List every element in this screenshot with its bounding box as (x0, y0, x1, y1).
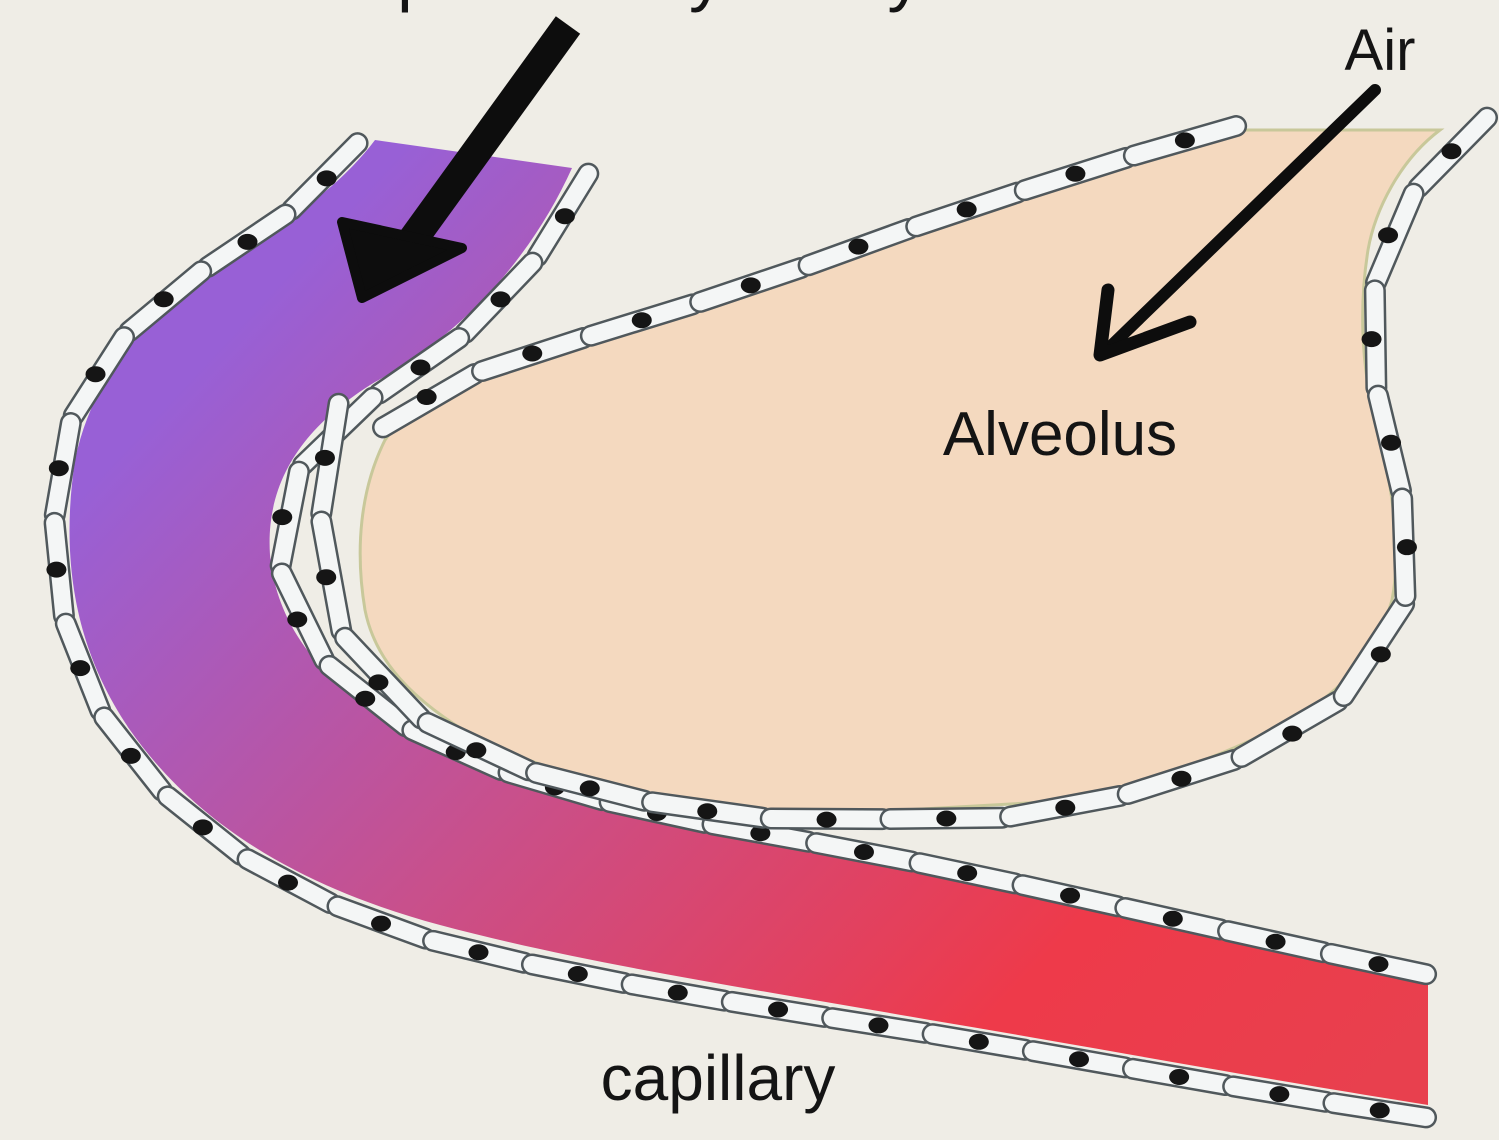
cell-nucleus (848, 239, 868, 255)
cell-nucleus (316, 569, 336, 585)
cell-nucleus (371, 916, 391, 932)
cell-nucleus (580, 780, 600, 796)
cell-nucleus (466, 742, 486, 758)
cell-nucleus (1163, 911, 1183, 927)
cell-nucleus (1362, 331, 1382, 347)
cell-nucleus (121, 748, 141, 764)
cell-nucleus (49, 460, 69, 476)
cell-nucleus (1368, 956, 1388, 972)
cell-nucleus (368, 674, 388, 690)
cell-nucleus (315, 450, 335, 466)
label-from-pulmonary-artery: from pulmonary artery (238, 0, 923, 13)
cell-nucleus (1282, 726, 1302, 742)
cell-nucleus (86, 366, 106, 382)
cell-nucleus (70, 660, 90, 676)
cell-nucleus (632, 312, 652, 328)
cell-nucleus (817, 812, 837, 828)
cell-nucleus (555, 208, 575, 224)
cell-nucleus (1371, 646, 1391, 662)
cell-nucleus (741, 277, 761, 293)
cell-nucleus (868, 1017, 888, 1033)
cell-nucleus (1370, 1102, 1390, 1118)
cell-nucleus (1397, 539, 1417, 555)
cell-nucleus (193, 819, 213, 835)
cell-nucleus (768, 1001, 788, 1017)
cell-nucleus (278, 875, 298, 891)
cell-nucleus (468, 944, 488, 960)
label-air: Air (1345, 18, 1416, 83)
cell-nucleus (272, 509, 292, 525)
cell-nucleus (1378, 227, 1398, 243)
cell-nucleus (1266, 934, 1286, 950)
cell-nucleus (957, 865, 977, 881)
cell-nucleus (355, 691, 375, 707)
cell-nucleus (154, 291, 174, 307)
cell-nucleus (1441, 143, 1461, 159)
cell-nucleus (1169, 1069, 1189, 1085)
cell-nucleus (46, 562, 66, 578)
cell-nucleus (317, 170, 337, 186)
cell-nucleus (854, 844, 874, 860)
cell-nucleus (1065, 166, 1085, 182)
cell-nucleus (668, 985, 688, 1001)
label-alveolus: Alveolus (943, 400, 1177, 469)
cell-nucleus (1171, 771, 1191, 787)
cell-nucleus (1055, 800, 1075, 816)
cell-nucleus (969, 1034, 989, 1050)
cell-nucleus (957, 201, 977, 217)
cell-nucleus (1269, 1086, 1289, 1102)
cell-nucleus (491, 291, 511, 307)
cell-nucleus (1381, 435, 1401, 451)
cell-nucleus (410, 360, 430, 376)
cell-nucleus (697, 803, 717, 819)
cell-nucleus (287, 611, 307, 627)
cell-nucleus (417, 389, 437, 405)
cell-nucleus (237, 234, 257, 250)
cell-nucleus (1060, 888, 1080, 904)
cell-nucleus (1175, 132, 1195, 148)
cell-nucleus (936, 811, 956, 827)
cell-nucleus (1069, 1051, 1089, 1067)
cell-nucleus (568, 966, 588, 982)
cell-nucleus (522, 345, 542, 361)
label-capillary: capillary (601, 1042, 836, 1114)
